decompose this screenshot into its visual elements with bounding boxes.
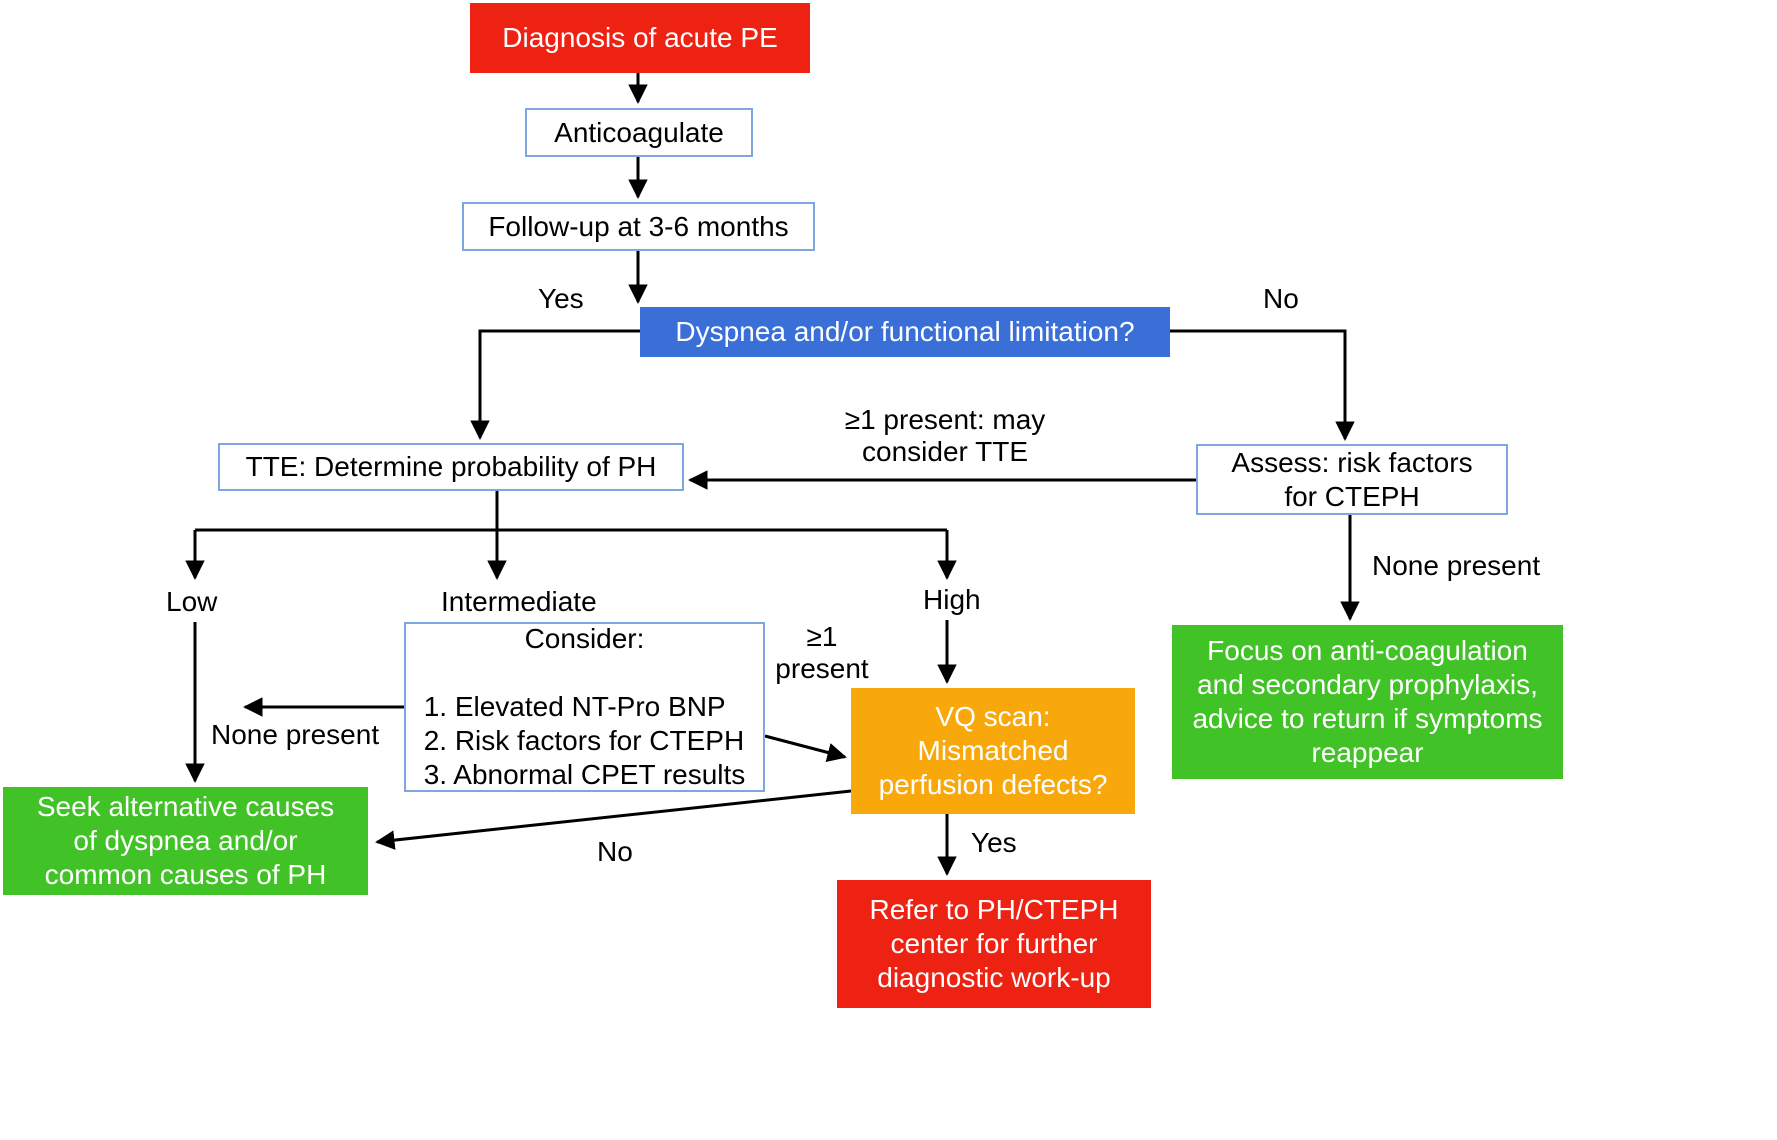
edge-label-none-present-left: None present — [211, 719, 380, 750]
node-assess-risk-factors: Assess: risk factors for CTEPH — [1196, 444, 1508, 515]
node-focus-anticoagulation: Focus on anti-coagulation and secondary … — [1172, 625, 1563, 779]
branch-label-low: Low — [166, 586, 218, 617]
edge-label-consider-tte: ≥1 present: may consider TTE — [844, 404, 1046, 467]
node-diagnosis-acute-pe: Diagnosis of acute PE — [470, 3, 810, 73]
branch-label-intermediate: Intermediate — [441, 586, 597, 617]
arrow-dyspnea-yes-to-tte — [470, 329, 640, 440]
branch-label-high: High — [923, 584, 981, 615]
edge-label-yes-vq: Yes — [971, 827, 1017, 858]
edge-label-no: No — [1263, 283, 1299, 314]
node-refer-ph-cteph-center: Refer to PH/CTEPH center for further dia… — [837, 880, 1151, 1008]
node-seek-alternative-causes: Seek alternative causes of dyspnea and/o… — [3, 787, 368, 895]
arrow-dyspnea-no-to-assess — [1170, 329, 1355, 441]
edge-label-ge1-present: ≥1 present — [775, 621, 869, 684]
node-anticoagulate: Anticoagulate — [525, 108, 753, 157]
node-tte-probability: TTE: Determine probability of PH — [218, 443, 684, 491]
node-consider-list: Consider: 1. Elevated NT-Pro BNP 2. Risk… — [404, 622, 765, 792]
node-followup-3-6-months: Follow-up at 3-6 months — [462, 202, 815, 251]
node-dyspnea-question: Dyspnea and/or functional limitation? — [640, 307, 1170, 357]
edge-label-none-present-right: None present — [1372, 550, 1541, 581]
consider-items: 1. Elevated NT-Pro BNP 2. Risk factors f… — [423, 691, 746, 790]
arrow-consider-to-vq — [764, 734, 847, 762]
edge-label-no-vq: No — [597, 836, 633, 867]
consider-title: Consider: — [524, 623, 645, 654]
edge-label-yes: Yes — [538, 283, 584, 314]
node-vq-scan-question: VQ scan: Mismatched perfusion defects? — [851, 688, 1135, 814]
consider-content: Consider: 1. Elevated NT-Pro BNP 2. Risk… — [424, 588, 746, 826]
